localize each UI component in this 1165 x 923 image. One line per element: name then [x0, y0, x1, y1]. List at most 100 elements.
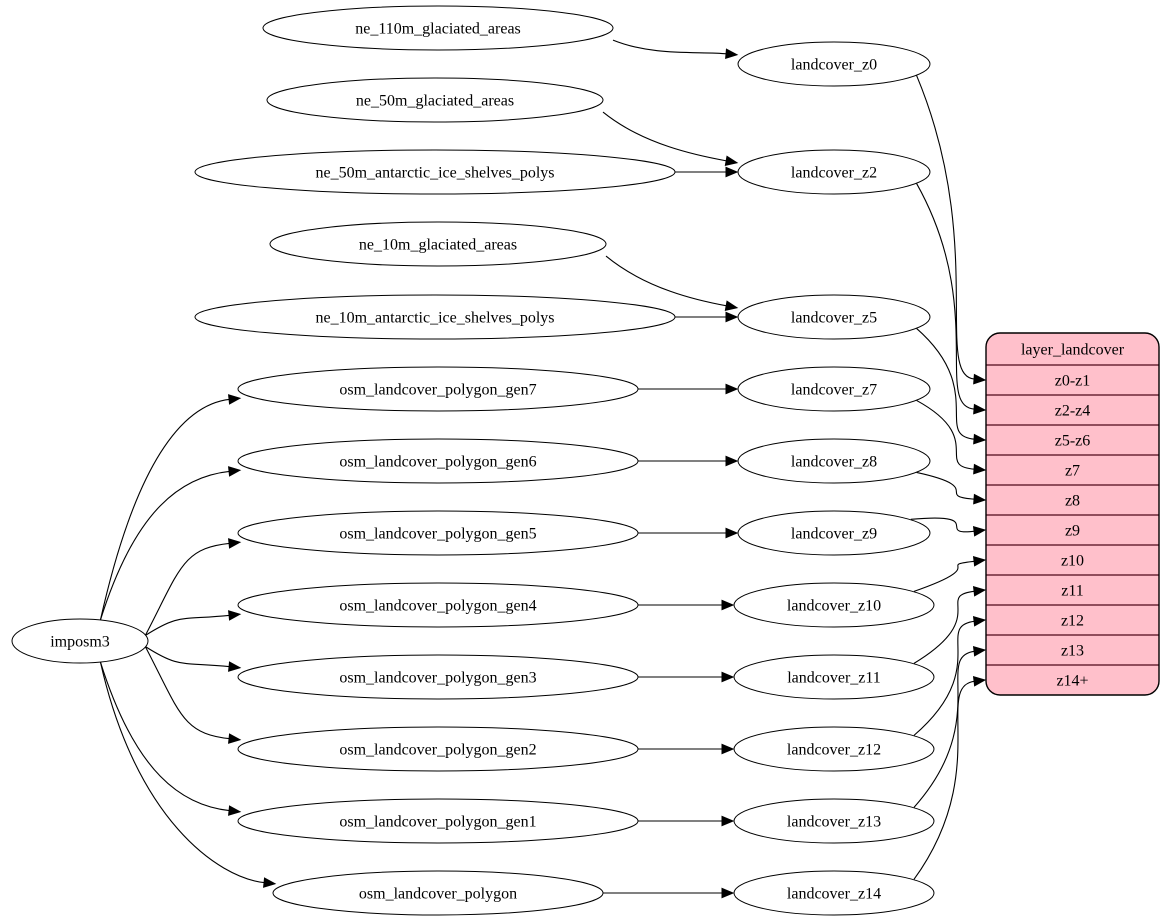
node-landcover_z5[interactable]: landcover_z5 — [737, 294, 931, 340]
node-label: osm_landcover_polygon — [359, 886, 517, 903]
table-title: layer_landcover — [1021, 342, 1125, 359]
edge-osm_landcover_polygon_gen1-to-landcover_z13 — [638, 815, 735, 827]
node-ne_110m_glaciated_areas[interactable]: ne_110m_glaciated_areas — [262, 5, 614, 51]
edge-arrowhead — [228, 805, 242, 816]
node-label: landcover_z9 — [791, 526, 877, 543]
edge-imposm3-to-osm_landcover_polygon_gen4 — [144, 610, 242, 636]
node-landcover_z2[interactable]: landcover_z2 — [737, 149, 931, 195]
node-label: osm_landcover_polygon_gen5 — [339, 526, 536, 543]
table-row-cell[interactable] — [986, 575, 1159, 605]
node-landcover_z0[interactable]: landcover_z0 — [737, 41, 931, 87]
node-landcover_z10[interactable]: landcover_z10 — [733, 582, 935, 628]
layer-landcover-table: layer_landcoverz0-z1z2-z4z5-z6z7z8z9z10z… — [985, 332, 1160, 696]
edge-osm_landcover_polygon_gen7-to-landcover_z7 — [638, 383, 739, 395]
edge-arrowhead — [228, 661, 242, 672]
node-landcover_z9[interactable]: landcover_z9 — [737, 510, 931, 556]
edge-arrowhead — [721, 815, 735, 827]
edge-arrowhead — [973, 433, 987, 445]
node-shape — [733, 654, 935, 700]
node-shape — [194, 294, 676, 340]
node-label: landcover_z8 — [791, 454, 877, 471]
edge-landcover_z14-to-z14+ — [913, 676, 987, 880]
node-ne_50m_antarctic_ice_shelves_polys[interactable]: ne_50m_antarctic_ice_shelves_polys — [194, 149, 676, 195]
node-ne_50m_glaciated_areas[interactable]: ne_50m_glaciated_areas — [266, 77, 604, 123]
table-row-cell[interactable] — [986, 395, 1159, 425]
node-osm_landcover_polygon[interactable]: osm_landcover_polygon — [272, 870, 604, 916]
edge-arrowhead — [228, 610, 242, 621]
node-shape — [11, 618, 149, 664]
node-label: landcover_z14 — [787, 886, 881, 903]
edge-landcover_z7-to-z7 — [916, 399, 987, 475]
edge-arrowhead — [972, 646, 987, 657]
node-ne_10m_glaciated_areas[interactable]: ne_10m_glaciated_areas — [269, 221, 607, 267]
edge-imposm3-to-osm_landcover_polygon_gen1 — [99, 661, 242, 816]
edge-arrowhead — [972, 526, 987, 537]
table-row-cell[interactable] — [986, 545, 1159, 575]
table-row-label-z14+: z14+ — [1056, 673, 1088, 690]
edge-arrowhead — [721, 887, 735, 899]
table-row-cell[interactable] — [986, 455, 1159, 485]
node-shape — [237, 654, 639, 700]
table-row-label-z12: z12 — [1061, 613, 1084, 630]
edge-ne_10m_glaciated_areas-to-landcover_z5 — [605, 255, 739, 311]
edge-ne_50m_antarctic_ice_shelves_polys-to-landcover_z2 — [674, 166, 739, 178]
table-row-label-z7: z7 — [1065, 463, 1080, 480]
edge-osm_landcover_polygon_gen4-to-landcover_z10 — [638, 599, 735, 611]
edge-arrowhead — [721, 599, 735, 611]
edge-arrowhead — [228, 538, 242, 549]
edge-imposm3-to-osm_landcover_polygon_gen7 — [99, 394, 242, 621]
edge-osm_landcover_polygon_gen3-to-landcover_z11 — [638, 671, 735, 683]
node-ne_10m_antarctic_ice_shelves_polys[interactable]: ne_10m_antarctic_ice_shelves_polys — [194, 294, 676, 340]
node-label: landcover_z12 — [787, 742, 881, 759]
node-imposm3[interactable]: imposm3 — [11, 618, 149, 664]
node-landcover_z7[interactable]: landcover_z7 — [737, 366, 931, 412]
node-shape — [237, 726, 639, 772]
node-label: osm_landcover_polygon_gen1 — [339, 814, 536, 831]
node-label: osm_landcover_polygon_gen2 — [339, 742, 536, 759]
node-shape — [237, 366, 639, 412]
table-row-cell[interactable] — [986, 485, 1159, 515]
node-osm_landcover_polygon_gen4[interactable]: osm_landcover_polygon_gen4 — [237, 582, 639, 628]
edges-layer — [99, 39, 987, 899]
node-landcover_z13[interactable]: landcover_z13 — [733, 798, 935, 844]
table-row-cell[interactable] — [986, 515, 1159, 545]
node-label: landcover_z7 — [791, 382, 877, 399]
node-landcover_z14[interactable]: landcover_z14 — [733, 870, 935, 916]
node-label: ne_50m_antarctic_ice_shelves_polys — [315, 165, 554, 182]
table-row-cell[interactable] — [986, 635, 1159, 665]
edge-arrowhead — [725, 383, 739, 395]
node-landcover_z12[interactable]: landcover_z12 — [733, 726, 935, 772]
node-shape — [272, 870, 604, 916]
node-label: osm_landcover_polygon_gen3 — [339, 670, 536, 687]
edge-imposm3-to-osm_landcover_polygon_gen3 — [144, 646, 242, 672]
node-shape — [237, 798, 639, 844]
table-row-label-z5-z6: z5-z6 — [1055, 433, 1091, 450]
node-label: ne_110m_glaciated_areas — [355, 21, 521, 38]
node-label: osm_landcover_polygon_gen4 — [339, 598, 536, 615]
edge-landcover_z13-to-z13 — [913, 646, 987, 808]
table-row-cell[interactable] — [986, 665, 1159, 695]
table-row-cell[interactable] — [986, 425, 1159, 455]
node-osm_landcover_polygon_gen6[interactable]: osm_landcover_polygon_gen6 — [237, 438, 639, 484]
node-shape — [737, 294, 931, 340]
table-row-cell[interactable] — [986, 605, 1159, 635]
edge-arrowhead — [721, 743, 735, 755]
node-shape — [733, 726, 935, 772]
node-shape — [737, 438, 931, 484]
node-label: landcover_z11 — [787, 670, 881, 687]
node-osm_landcover_polygon_gen2[interactable]: osm_landcover_polygon_gen2 — [237, 726, 639, 772]
node-shape — [237, 438, 639, 484]
node-landcover_z11[interactable]: landcover_z11 — [733, 654, 935, 700]
node-osm_landcover_polygon_gen3[interactable]: osm_landcover_polygon_gen3 — [237, 654, 639, 700]
table-row-label-z10: z10 — [1061, 553, 1084, 570]
node-shape — [237, 582, 639, 628]
table-row-cell[interactable] — [986, 365, 1159, 395]
node-osm_landcover_polygon_gen5[interactable]: osm_landcover_polygon_gen5 — [237, 510, 639, 556]
edge-arrowhead — [972, 616, 987, 627]
node-shape — [237, 510, 639, 556]
node-label: landcover_z5 — [791, 310, 877, 327]
node-landcover_z8[interactable]: landcover_z8 — [737, 438, 931, 484]
table-row-label-z11: z11 — [1061, 583, 1084, 600]
node-osm_landcover_polygon_gen1[interactable]: osm_landcover_polygon_gen1 — [237, 798, 639, 844]
node-osm_landcover_polygon_gen7[interactable]: osm_landcover_polygon_gen7 — [237, 366, 639, 412]
